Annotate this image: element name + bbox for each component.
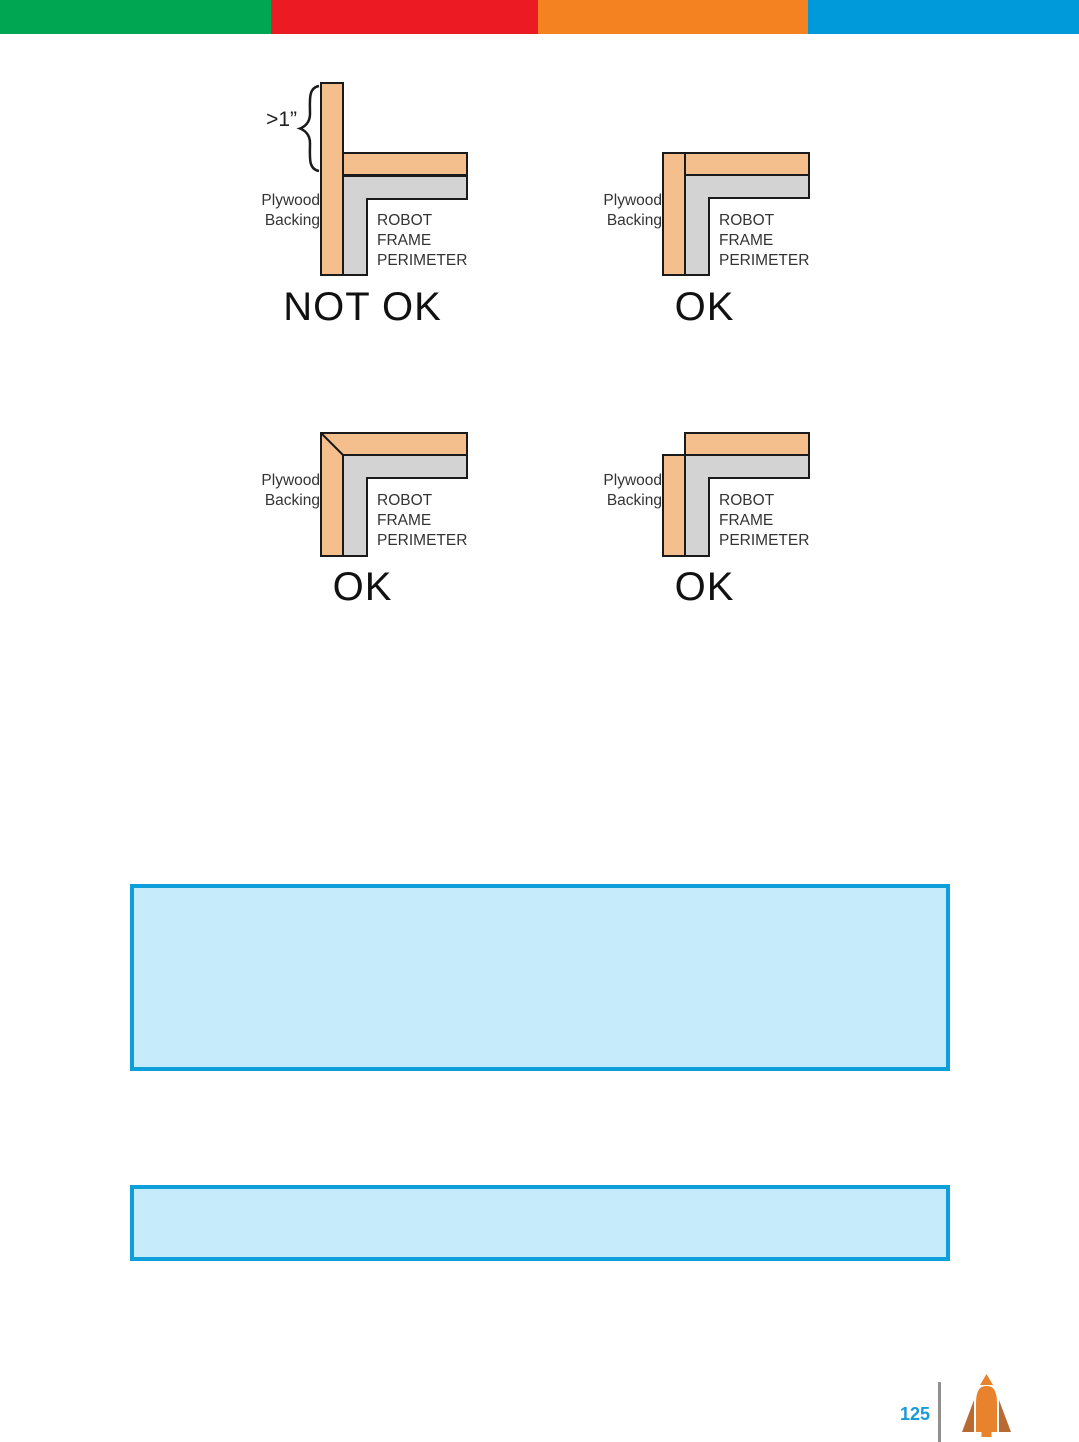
diagram-caption: OK (332, 565, 393, 609)
plywood-frame-corner-drawing (296, 82, 468, 276)
diagram-caption: OK (674, 285, 735, 329)
plywood-frame-corner-drawing (662, 432, 810, 557)
dimension-brace-icon (296, 84, 320, 173)
dimension-label: >1” (266, 108, 297, 131)
miter-seam (320, 432, 344, 456)
plywood-backing-label: Plywood Backing (603, 192, 662, 229)
header-bar-orange-segment (538, 0, 808, 34)
plywood-frame-corner-drawing (662, 152, 810, 276)
footer-divider (938, 1382, 941, 1442)
header-bar-red-segment (271, 0, 538, 34)
diagram-ok-butt-joint: Plywood Backing ROBOT FRAME PERIMETER OK (597, 80, 812, 340)
diagram-caption: NOT OK (283, 285, 442, 329)
plywood-backing-label: Plywood Backing (603, 472, 662, 509)
diagram-not-ok: >1” Plywood Backing ROBOT FRAME PERIMETE… (255, 80, 470, 340)
robot-frame-perimeter-label: ROBOT FRAME PERIMETER (719, 492, 810, 549)
header-color-bar (0, 0, 1079, 34)
page-number: 125 (899, 1404, 930, 1424)
header-bar-blue-segment (808, 0, 1079, 34)
robot-frame-perimeter-label: ROBOT FRAME PERIMETER (377, 492, 468, 549)
note-box (130, 884, 950, 1071)
diagram-ok-top-overlap: Plywood Backing ROBOT FRAME PERIMETER OK (597, 430, 812, 620)
diagram-caption: OK (674, 565, 735, 609)
plywood-frame-corner-drawing (320, 432, 468, 557)
plywood-backing-label: Plywood Backing (261, 472, 320, 509)
diagram-ok-mitered: Plywood Backing ROBOT FRAME PERIMETER OK (255, 430, 470, 620)
robot-frame-perimeter-label: ROBOT FRAME PERIMETER (377, 212, 468, 269)
robot-frame-perimeter-label: ROBOT FRAME PERIMETER (719, 212, 810, 269)
rocket-icon (962, 1374, 1011, 1437)
note-box (130, 1185, 950, 1261)
plywood-backing-label: Plywood Backing (261, 192, 320, 229)
header-bar-green-segment (0, 0, 271, 34)
